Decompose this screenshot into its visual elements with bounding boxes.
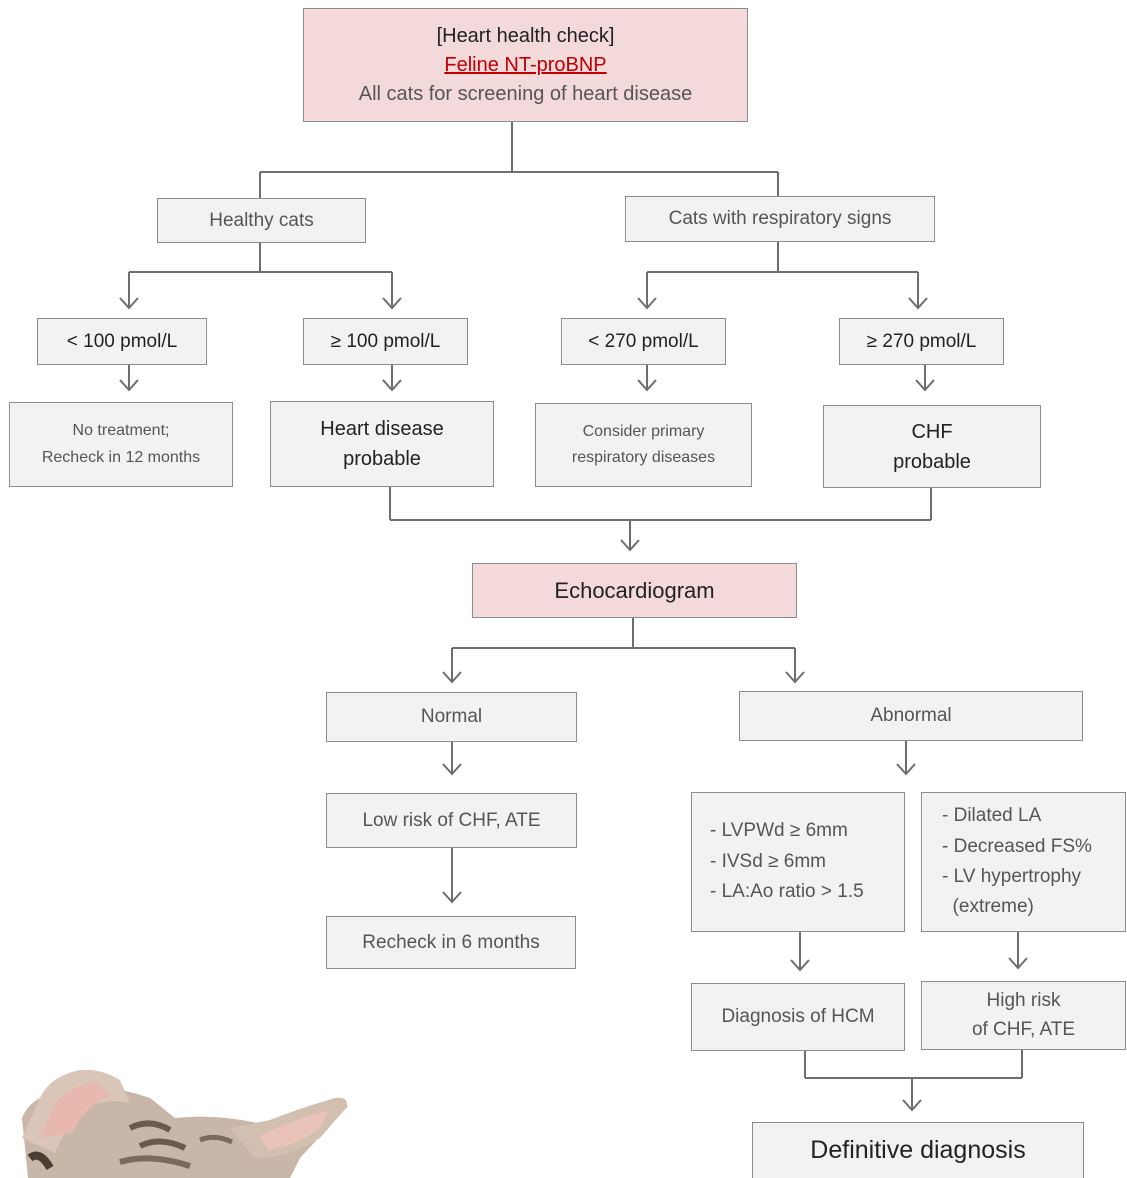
criterion-extreme: (extreme) [942,896,1034,918]
header-title: [Heart health check] [436,24,615,47]
recheck-6-months-label: Recheck in 6 months [362,931,540,953]
threshold-ge100-label: ≥ 100 pmol/L [330,330,441,352]
chf-line-1: CHF [911,420,953,443]
hcm-criteria-box: - LVPWd ≥ 6mm - IVSd ≥ 6mm - LA:Ao ratio… [691,792,905,932]
hcm-criterion-lvpwd: - LVPWd ≥ 6mm [710,820,848,842]
hcm-criterion-ivsd: - IVSd ≥ 6mm [710,850,827,872]
kitten-illustration [22,1069,348,1178]
definitive-diagnosis-box: Definitive diagnosis [752,1122,1084,1178]
normal-box: Normal [326,692,577,742]
threshold-lt100-label: < 100 pmol/L [66,330,178,352]
chf-probable-box: CHF probable [823,405,1041,488]
consider-respiratory-line-1: Consider primary [582,422,705,440]
threshold-lt270-label: < 270 pmol/L [588,330,699,352]
criterion-dilated-la: - Dilated LA [942,805,1042,827]
high-risk-criteria-box: - Dilated LA - Decreased FS% - LV hypert… [921,792,1126,932]
header-subtitle: All cats for screening of heart disease [358,82,693,105]
abnormal-box: Abnormal [739,691,1083,741]
healthy-cats-label: Healthy cats [209,209,314,231]
echocardiogram-box: Echocardiogram [472,563,797,618]
criterion-decreased-fs: - Decreased FS% [942,835,1092,857]
respiratory-signs-label: Cats with respiratory signs [668,208,892,230]
abnormal-label: Abnormal [870,705,952,727]
threshold-lt100-box: < 100 pmol/L [37,318,207,365]
hcm-criterion-la-ao: - LA:Ao ratio > 1.5 [710,881,864,903]
threshold-ge270-box: ≥ 270 pmol/L [839,318,1004,365]
high-risk-box: High risk of CHF, ATE [921,981,1126,1050]
low-risk-label: Low risk of CHF, ATE [362,809,541,831]
respiratory-signs-box: Cats with respiratory signs [625,196,935,242]
high-risk-line-1: High risk [986,990,1061,1011]
heart-disease-line-2: probable [343,448,421,470]
no-treatment-box: No treatment; Recheck in 12 months [9,402,233,487]
heart-disease-probable-box: Heart disease probable [270,401,494,487]
diagnosis-hcm-box: Diagnosis of HCM [691,983,905,1051]
threshold-lt270-box: < 270 pmol/L [561,318,726,365]
recheck-6-months-box: Recheck in 6 months [326,916,576,969]
echocardiogram-label: Echocardiogram [554,577,715,603]
heart-disease-line-1: Heart disease [320,418,444,440]
consider-respiratory-box: Consider primary respiratory diseases [535,403,752,487]
normal-label: Normal [420,706,483,728]
low-risk-box: Low risk of CHF, ATE [326,793,577,848]
healthy-cats-box: Healthy cats [157,198,366,243]
diagnosis-hcm-label: Diagnosis of HCM [721,1006,875,1028]
high-risk-line-2: of CHF, ATE [971,1018,1076,1040]
criterion-lv-hypertrophy: - LV hypertrophy [942,866,1082,887]
no-treatment-line-1: No treatment; [72,422,170,440]
feline-ntprobnp-link[interactable]: Feline NT-proBNP [444,53,607,76]
threshold-ge100-box: ≥ 100 pmol/L [303,318,468,365]
no-treatment-line-2: Recheck in 12 months [41,448,201,466]
definitive-diagnosis-label: Definitive diagnosis [810,1135,1026,1164]
consider-respiratory-line-2: respiratory diseases [571,449,716,466]
heart-health-check-box: [Heart health check] Feline NT-proBNP Al… [303,8,748,122]
chf-line-2: probable [893,450,971,473]
threshold-ge270-label: ≥ 270 pmol/L [866,330,977,352]
